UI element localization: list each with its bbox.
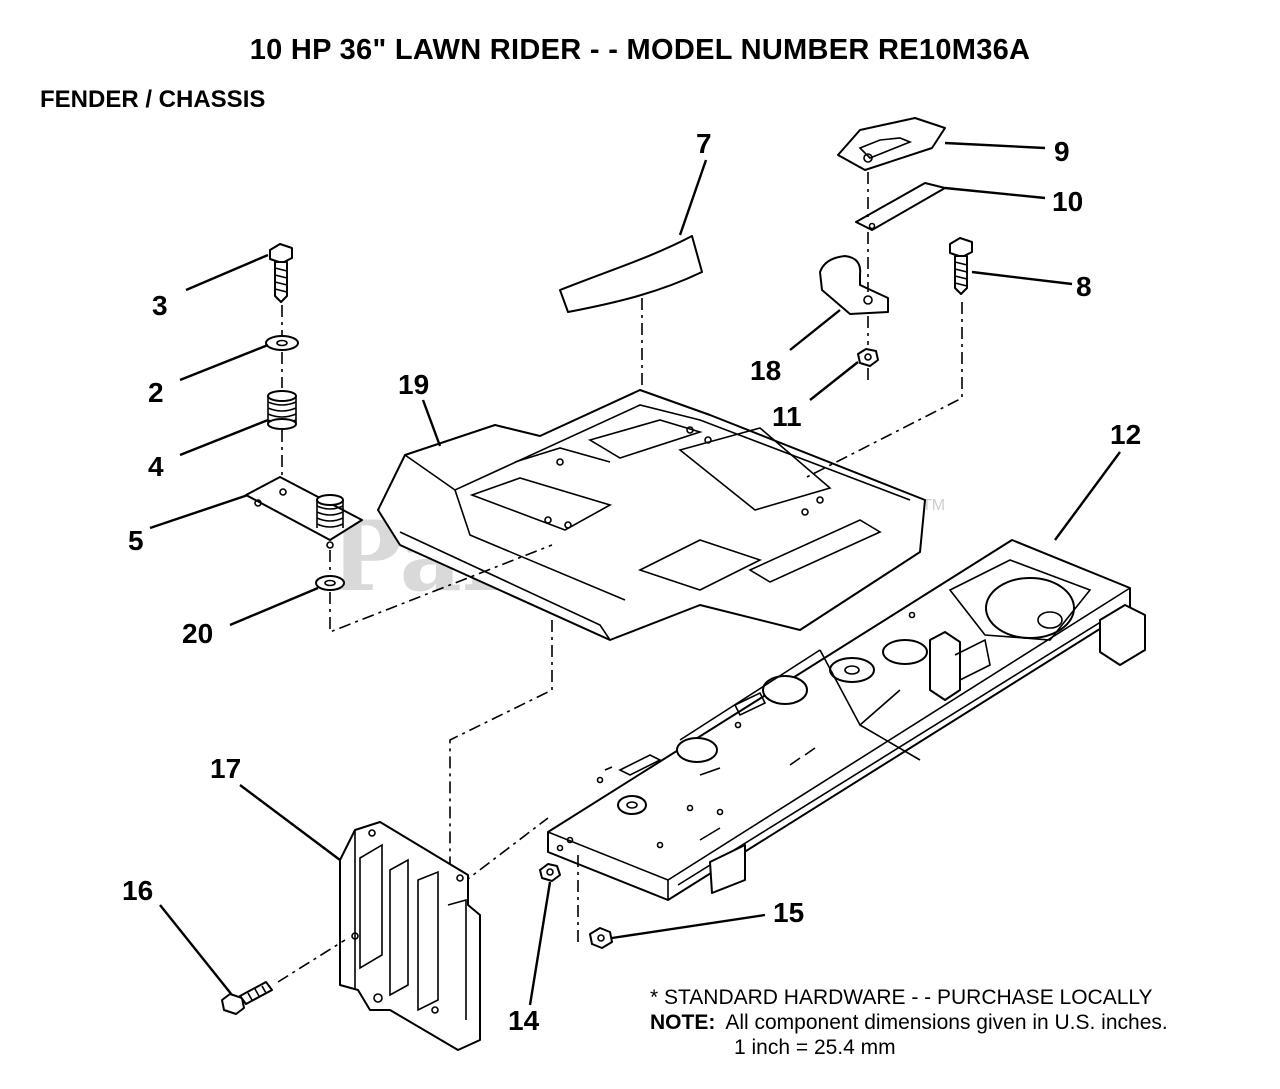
part-10-plate[interactable] [855,182,946,231]
part-9-bracket[interactable] [837,117,946,171]
part-4-spring[interactable] [267,390,297,430]
part-2-washer[interactable] [265,335,299,351]
callout-2: 2 [148,377,164,408]
part-5-plate[interactable] [245,476,363,549]
callout-10: 10 [1052,186,1083,217]
part-20-washer[interactable] [315,575,345,591]
note-text: All component dimensions given in U.S. i… [725,1011,1168,1034]
callout-3: 3 [152,290,168,321]
callout-5: 5 [128,525,144,556]
note-label: NOTE: [650,1011,716,1034]
callout-labels: 3 2 4 5 20 7 19 9 10 8 18 11 12 17 16 14… [122,128,1141,1036]
callout-17: 17 [210,753,241,784]
part-18-clamp[interactable] [819,255,889,315]
centerline-left-stack [281,305,553,634]
callout-8: 8 [1076,271,1092,302]
conversion-note: 1 inch = 25.4 mm [734,1036,896,1059]
centerline-right-stack [804,172,963,479]
callout-9: 9 [1054,136,1070,167]
part-11-nut[interactable] [857,348,879,367]
part-16-bolt[interactable] [221,981,273,1015]
callout-16: 16 [122,875,153,906]
part-7-decal[interactable] [559,235,703,313]
part-12-chassis[interactable] [547,539,1146,901]
footnotes: * STANDARD HARDWARE - - PURCHASE LOCALLY… [650,985,1168,1060]
leader-lines [149,141,1121,1006]
part-8-bolt[interactable] [949,237,973,295]
part-14-nut[interactable] [539,863,561,882]
watermark-trademark: TM [922,497,945,514]
page-title: 10 HP 36" LAWN RIDER - - MODEL NUMBER RE… [249,34,1031,66]
callout-15: 15 [773,897,804,928]
callout-18: 18 [750,355,781,386]
centerline-fender-to-bracket [449,620,553,870]
standard-hardware-note: * STANDARD HARDWARE - - PURCHASE LOCALLY [650,986,1153,1009]
part-3-bolt[interactable] [269,243,293,303]
dimensions-note: NOTE: All component dimensions given in U… [650,1010,1168,1035]
centerline-bolt-16 [277,939,346,983]
section-subtitle: FENDER / CHASSIS [40,86,266,113]
callout-4: 4 [148,451,164,482]
callout-19: 19 [398,369,429,400]
part-17-bracket[interactable] [339,821,481,1051]
centerline-nut-14 [459,817,549,886]
part-19-fender[interactable] [377,389,926,641]
callout-12: 12 [1110,419,1141,450]
callout-14: 14 [508,1005,540,1036]
callout-11: 11 [772,401,802,432]
callout-7: 7 [696,128,712,159]
callout-20: 20 [182,618,213,649]
part-15-nut[interactable] [589,927,613,949]
